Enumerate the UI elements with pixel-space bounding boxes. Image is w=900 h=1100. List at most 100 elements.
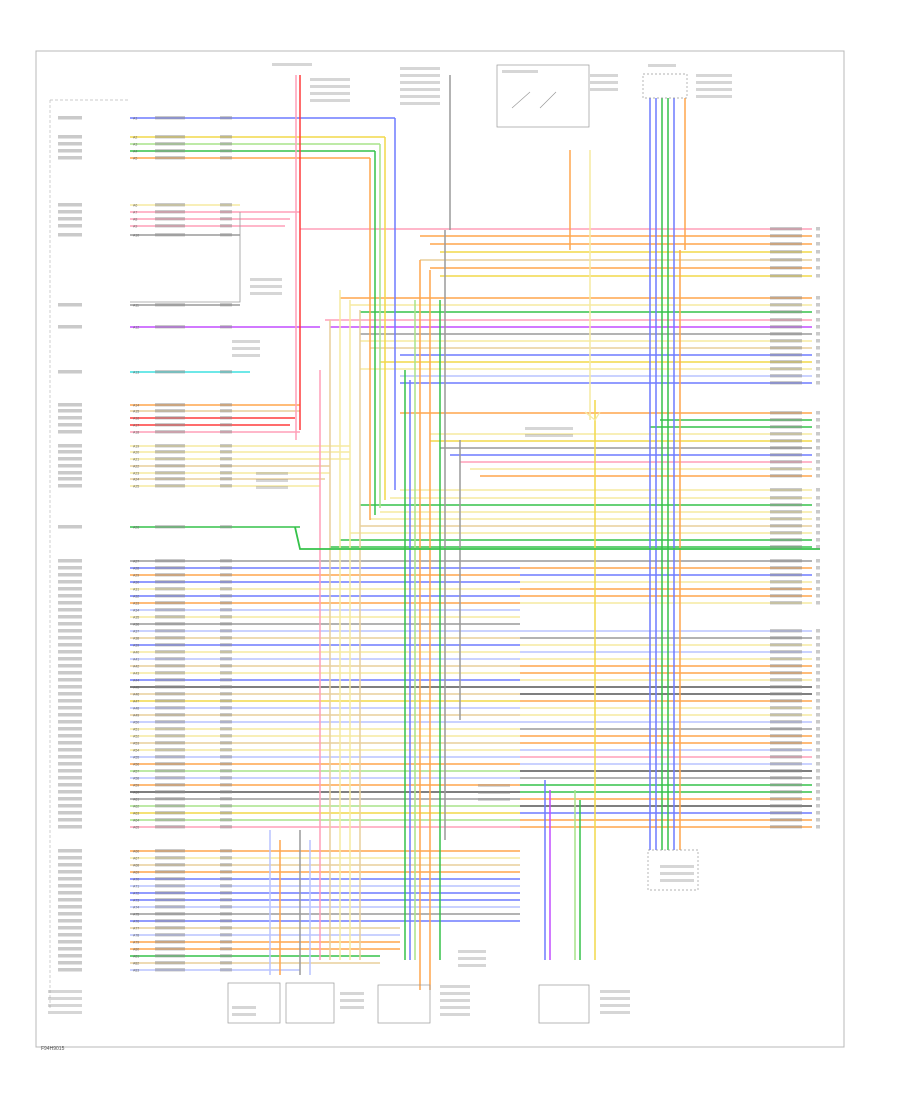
pin-number: A71 [133,885,139,889]
circuit-name-label [58,566,82,570]
circuit-number-label [220,224,232,228]
hot-at-all-times-box [496,64,590,128]
wire-color-label [155,325,185,329]
wire-color-label [770,517,802,521]
wire-color-label [155,671,185,675]
circuit-name-label [58,580,82,584]
circuit-number-label [220,678,232,682]
wire-color-label [155,678,185,682]
circuit-number-label [220,135,232,139]
wire-color-label [770,360,802,364]
circuit-name-label [58,776,82,780]
circuit-name-label [58,968,82,972]
wire-color-label [770,258,802,262]
component-label [696,88,732,91]
wire-color-label [770,503,802,507]
wire-color-label [770,274,802,278]
pin-number: A12 [133,326,139,330]
wire-color-label [770,227,802,231]
wire-color-label [155,457,185,461]
wire-color-label [155,884,185,888]
pin-number-label [816,566,820,570]
pin-number-label [816,573,820,577]
pin-number: A4 [133,150,137,154]
wire-color-label [155,783,185,787]
wire-color-label [770,531,802,535]
component-label [48,990,82,993]
component-label [400,74,440,77]
circuit-name-label [58,863,82,867]
pin-number: A29 [133,574,139,578]
circuit-number-label [220,594,232,598]
wire-color-label [155,699,185,703]
wire-color-label [770,545,802,549]
circuit-name-label [58,769,82,773]
component-label [400,81,440,84]
pin-number: A5 [133,157,137,161]
wire-color-label [155,594,185,598]
circuit-number-label [220,636,232,640]
circuit-number-label [220,954,232,958]
circuit-number-label [220,818,232,822]
component-label [600,990,630,993]
circuit-number-label [220,566,232,570]
wire-color-label [155,891,185,895]
wire-color-label [155,444,185,448]
pin-number-label [816,538,820,542]
circuit-name-label [58,477,82,481]
label-layer: A1A2A3A4A5A6A7A8A9A10A11A12A13A14A15A16A… [48,63,820,1016]
circuit-name-label [58,587,82,591]
circuit-name-label [58,825,82,829]
wire-color-label [155,525,185,529]
circuit-number-label [220,884,232,888]
component-label [458,964,486,967]
circuit-name-label [58,849,82,853]
circuit-name-label [58,303,82,307]
pin-number-label [816,339,820,343]
wire-color-label [155,692,185,696]
circuit-name-label [58,471,82,475]
circuit-name-label [58,484,82,488]
wire-color-label [770,643,802,647]
component-label [440,999,470,1002]
component-label [458,950,486,953]
circuit-number-label [220,856,232,860]
splice-pack-box [647,849,699,891]
circuit-name-label [58,685,82,689]
wire-color-label [155,559,185,563]
pin-number: A79 [133,941,139,945]
pin-number-label [816,594,820,598]
pin-number-label [816,524,820,528]
pin-number-label [816,303,820,307]
circuit-name-label [58,636,82,640]
wire-color-label [770,734,802,738]
circuit-number-label [220,423,232,427]
wire-color-label [155,450,185,454]
component-label [250,285,282,288]
circuit-name-label [58,203,82,207]
pin-number: A50 [133,721,139,725]
circuit-number-label [220,403,232,407]
wire-color-label [770,783,802,787]
wire-color-label [155,217,185,221]
circuit-number-label [220,720,232,724]
wire-color-label [155,748,185,752]
wire-color-label [155,203,185,207]
circuit-number-label [220,671,232,675]
circuit-number-label [220,870,232,874]
pin-number-label [816,720,820,724]
circuit-name-label [58,370,82,374]
wire-color-label [155,608,185,612]
wire-color-label [155,403,185,407]
wire-color-label [155,573,185,577]
circuit-number-label [220,776,232,780]
sensor-box-4 [538,984,590,1024]
circuit-number-label [220,755,232,759]
circuit-number-label [220,233,232,237]
wire-color-label [155,877,185,881]
wire-color-label [770,636,802,640]
circuit-name-label [58,919,82,923]
component-label [478,798,510,801]
pin-number-label [816,706,820,710]
wire-color-label [770,524,802,528]
